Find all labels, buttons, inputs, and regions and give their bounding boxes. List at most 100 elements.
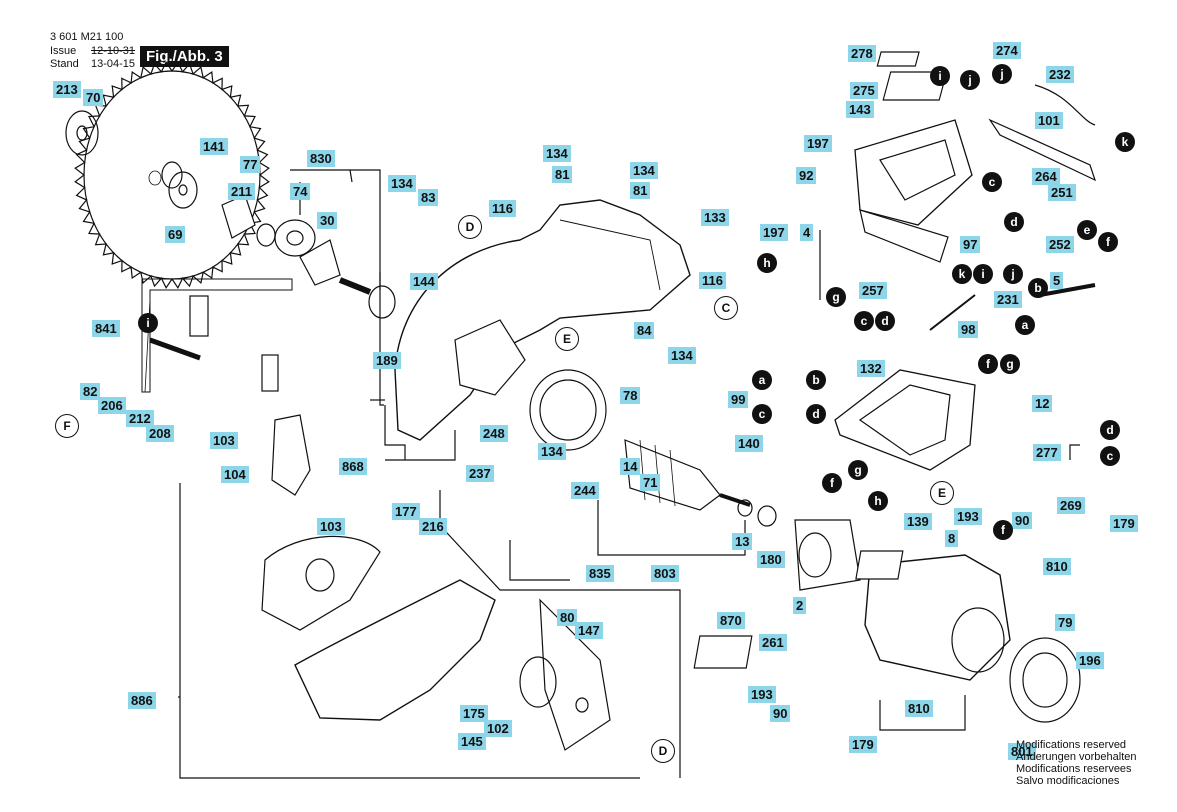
callout-letter: k [952, 264, 972, 284]
part-number-label: 134 [630, 162, 658, 179]
part-number-label: 841 [92, 320, 120, 337]
part-number-label: 193 [748, 686, 776, 703]
part-number-label: 274 [993, 42, 1021, 59]
part-number-label: 69 [165, 226, 186, 243]
part-number-label: 70 [83, 89, 104, 106]
callout-letter: i [138, 313, 158, 333]
saw-blade [74, 61, 270, 289]
reference-letter: D [651, 739, 675, 763]
part-number-label: 216 [419, 518, 447, 535]
part-number-label: 14 [620, 458, 641, 475]
callout-letter: d [806, 404, 826, 424]
part-number-label: 232 [1046, 66, 1074, 83]
reference-letter: E [555, 327, 579, 351]
callout-letter: j [1003, 264, 1023, 284]
part-number-label: 5 [1050, 272, 1064, 289]
callout-letter: d [1100, 420, 1120, 440]
doc-number: 3 601 M21 100 [50, 31, 124, 43]
part-number-label: 92 [796, 167, 817, 184]
part-number-label: 801 [1008, 743, 1036, 760]
callout-letter: h [757, 253, 777, 273]
part-number-label: 80 [557, 609, 578, 626]
part-number-label: 30 [317, 212, 338, 229]
callout-letter: h [868, 491, 888, 511]
callout-letter: f [822, 473, 842, 493]
callout-letter: j [960, 70, 980, 90]
callout-letter: c [854, 311, 874, 331]
part-number-label: 257 [859, 282, 887, 299]
part-number-label: 147 [575, 622, 603, 639]
part-number-label: 134 [668, 347, 696, 364]
part-number-label: 180 [757, 551, 785, 568]
part-number-label: 74 [290, 183, 311, 200]
note-line: Modifications reserved [1016, 739, 1127, 751]
callout-letter: f [993, 520, 1013, 540]
part-number-label: 264 [1032, 168, 1060, 185]
part-number-label: 251 [1048, 184, 1076, 201]
callout-letter: c [1100, 446, 1120, 466]
part-number-label: 139 [904, 513, 932, 530]
figure-label: Fig./Abb. 3 [140, 46, 229, 67]
part-number-label: 98 [958, 321, 979, 338]
part-number-label: 140 [735, 435, 763, 452]
callout-letter: g [826, 287, 846, 307]
callout-letter: e [1077, 220, 1097, 240]
part-number-label: 2 [793, 597, 807, 614]
part-number-label: 134 [388, 175, 416, 192]
part-number-label: 90 [1012, 512, 1033, 529]
part-number-label: 103 [210, 432, 238, 449]
part-number-label: 134 [543, 145, 571, 162]
issue-value: 12-10-31 [91, 45, 136, 57]
part-number-label: 116 [699, 272, 726, 289]
part-number-label: 197 [760, 224, 788, 241]
part-number-label: 133 [701, 209, 729, 226]
part-number-label: 868 [339, 458, 367, 475]
part-number-label: 179 [1110, 515, 1138, 532]
part-number-label: 104 [221, 466, 249, 483]
callout-letter: a [752, 370, 772, 390]
stand-value: 13-04-15 [91, 58, 136, 70]
part-number-label: 177 [392, 503, 420, 520]
part-number-label: 78 [620, 387, 641, 404]
part-number-label: 277 [1033, 444, 1061, 461]
callout-letter: f [978, 354, 998, 374]
callout-letter: g [1000, 354, 1020, 374]
callout-letter: c [752, 404, 772, 424]
callout-letter: d [1004, 212, 1024, 232]
callout-letter: k [1115, 132, 1135, 152]
part-number-label: 179 [849, 736, 877, 753]
part-number-label: 206 [98, 397, 126, 414]
part-number-label: 102 [484, 720, 512, 737]
part-number-label: 101 [1035, 112, 1063, 129]
part-number-label: 175 [460, 705, 488, 722]
part-number-label: 278 [848, 45, 876, 62]
callout-letter: d [875, 311, 895, 331]
part-number-label: 189 [373, 352, 401, 369]
note-line: Salvo modificaciones [1016, 775, 1120, 787]
part-number-label: 132 [857, 360, 885, 377]
part-number-label: 197 [804, 135, 832, 152]
note-line: Änderungen vorbehalten [1016, 751, 1137, 763]
part-number-label: 84 [634, 322, 655, 339]
part-number-label: 835 [586, 565, 614, 582]
reference-letter: F [55, 414, 79, 438]
reference-letter: D [458, 215, 482, 239]
part-number-label: 193 [954, 508, 982, 525]
part-number-label: 231 [994, 291, 1022, 308]
part-number-label: 143 [846, 101, 874, 118]
modification-notes: Modifications reserved Änderungen vorbeh… [1016, 739, 1136, 787]
part-number-label: 196 [1076, 652, 1104, 669]
part-number-label: 103 [317, 518, 345, 535]
part-number-label: 90 [770, 705, 791, 722]
part-number-label: 810 [1043, 558, 1071, 575]
callout-letter: i [973, 264, 993, 284]
part-number-label: 79 [1055, 614, 1076, 631]
part-number-label: 269 [1057, 497, 1085, 514]
part-number-label: 208 [146, 425, 174, 442]
part-number-label: 830 [307, 150, 335, 167]
callout-letter: j [992, 64, 1012, 84]
part-number-label: 810 [905, 700, 933, 717]
part-number-label: 12 [1032, 395, 1053, 412]
